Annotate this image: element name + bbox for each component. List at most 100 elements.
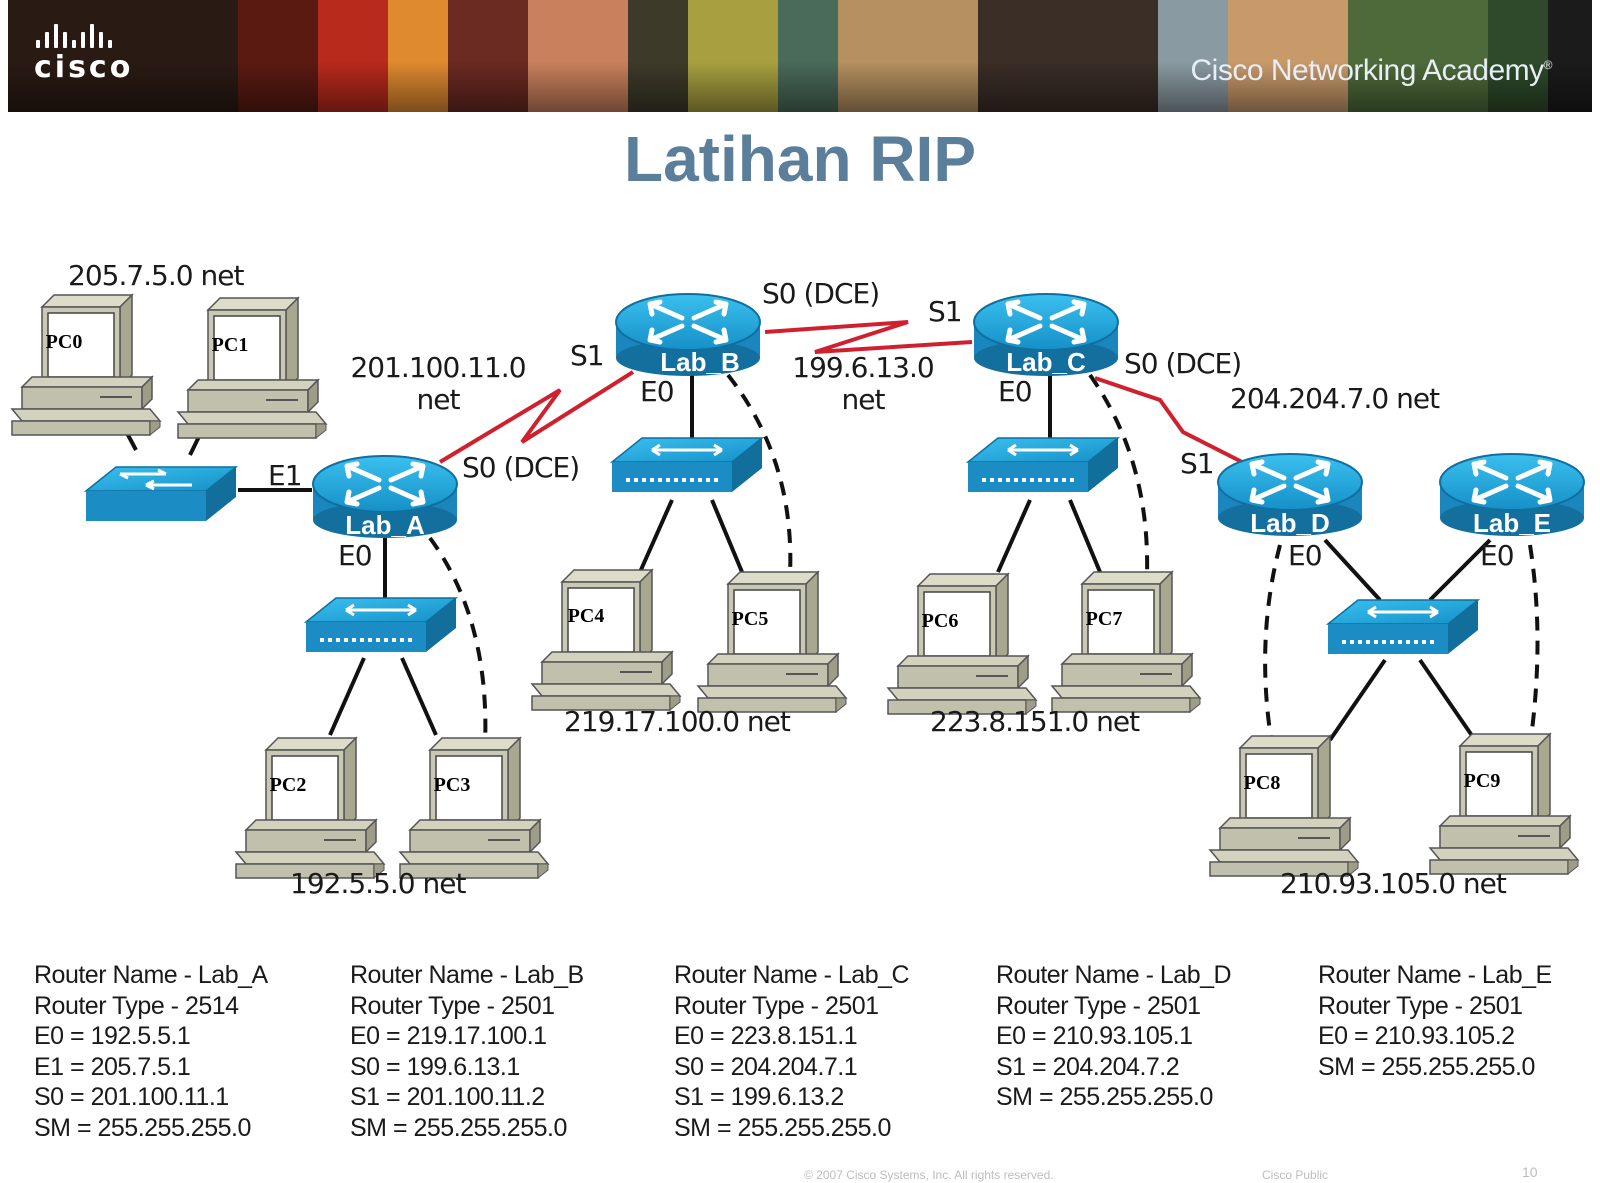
- pc7-label: PC7: [1086, 608, 1123, 630]
- info-line: S0 = 201.100.11.1: [34, 1083, 229, 1111]
- router-label-lab-e: Lab_E: [1473, 508, 1551, 538]
- link-switch-pc8: [1328, 658, 1387, 742]
- info-line: S0 = 199.6.13.1: [350, 1052, 520, 1081]
- pc0-label: PC0: [46, 331, 83, 353]
- interface-label-lab-b-e0: E0: [640, 375, 675, 408]
- switch-lab-a-e0: [304, 596, 458, 654]
- cisco-wordmark: cisco: [34, 50, 134, 85]
- pc2-label: PC2: [270, 774, 307, 796]
- router-info-lab-b: Router Name - Lab_B Router Type - 2501 E…: [350, 960, 584, 1143]
- link-lab-d-e0: [1323, 538, 1382, 602]
- console-links: [428, 373, 1540, 746]
- network-label-lab-a-e1: 205.7.5.0 net: [68, 259, 244, 292]
- link-switch-pc2: [328, 657, 366, 736]
- router-info-lab-e: Router Name - Lab_E Router Type - 2501 E…: [1318, 960, 1552, 1082]
- router-label-lab-b: Lab_B: [660, 347, 739, 377]
- banner-photo-strip: [1548, 0, 1592, 112]
- footer-copyright: © 2007 Cisco Systems, Inc. All rights re…: [804, 1168, 1054, 1182]
- interface-label-lab-c-s1: S1: [928, 295, 963, 328]
- pc2: [235, 737, 385, 879]
- interface-label-lab-d-s1: S1: [1180, 447, 1215, 480]
- link-switch-pc4: [638, 499, 674, 573]
- link-switch-pc9: [1418, 658, 1477, 742]
- network-label-lab-c-lan: 223.8.151.0 net: [930, 705, 1140, 738]
- pc9: [1429, 733, 1579, 875]
- router-label-lab-c: Lab_C: [1006, 347, 1086, 377]
- link-switch-pc7: [1068, 499, 1102, 573]
- link-switch-pc5: [710, 499, 744, 573]
- cisco-bridge-icon: [36, 22, 133, 48]
- pc5: [697, 571, 847, 713]
- ethernet-links: [110, 375, 1492, 742]
- interface-label-lab-d-e0: E0: [1288, 539, 1323, 572]
- info-line: Router Name - Lab_D: [996, 961, 1232, 989]
- banner-photo-strip: [238, 0, 318, 112]
- network-label-lab-a-e0: 192.5.5.0 net: [290, 867, 466, 900]
- network-label-cd-serial: 204.204.7.0 net: [1230, 382, 1440, 415]
- banner-photo-strip: [628, 0, 688, 112]
- info-line: E0 = 210.93.105.2: [1318, 1022, 1515, 1050]
- pc7: [1051, 571, 1201, 713]
- banner-photo-strip: [1488, 0, 1548, 112]
- info-line: Router Type - 2501: [996, 991, 1201, 1020]
- pc6: [887, 573, 1037, 715]
- academy-text: Cisco Networking Academy: [1190, 54, 1545, 87]
- switch-lab-d-e: [1326, 598, 1480, 656]
- banner-photo-strip: [448, 0, 528, 112]
- banner-photo-strip: [778, 0, 838, 112]
- pc6-label: PC6: [922, 610, 959, 632]
- interface-label-lab-c-s0: S0 (DCE): [1124, 347, 1242, 380]
- info-line: SM = 255.255.255.0: [1318, 1052, 1535, 1081]
- network-label-bc-serial-line2: net: [841, 383, 886, 416]
- pc3: [399, 737, 549, 879]
- pc1: [177, 297, 327, 439]
- router-label-lab-a: Lab_A: [345, 510, 425, 540]
- pc9-label: PC9: [1464, 770, 1501, 792]
- interface-label-lab-a-e1: E1: [268, 459, 303, 492]
- banner-shade: [8, 0, 1592, 112]
- info-line: S1 = 201.100.11.2: [350, 1083, 545, 1111]
- info-line: SM = 255.255.255.0: [350, 1113, 567, 1142]
- footer-page-number: 10: [1522, 1164, 1538, 1180]
- registered-mark: ®: [1543, 58, 1553, 72]
- serial-lab-b-lab-c: [764, 320, 973, 354]
- header-banner: cisco Cisco Networking Academy®: [8, 0, 1592, 112]
- link-switch-pc6: [996, 499, 1032, 573]
- page-title: Latihan RIP: [623, 123, 977, 195]
- info-line: SM = 255.255.255.0: [996, 1083, 1213, 1111]
- banner-photo-strip: [388, 0, 448, 112]
- banner-photo-strip: [688, 0, 778, 112]
- pc1-label: PC1: [212, 334, 249, 356]
- pc4-label: PC4: [568, 605, 605, 627]
- switch-lab-c: [966, 436, 1120, 494]
- serial-lab-c-lab-d: [1094, 376, 1249, 467]
- info-line: Router Type - 2501: [350, 991, 555, 1020]
- switch-lab-b: [610, 436, 764, 494]
- router-info-lab-c: Router Name - Lab_C Router Type - 2501 E…: [674, 960, 910, 1143]
- banner-photo-strip: [318, 0, 388, 112]
- info-line: Router Name - Lab_B: [350, 961, 584, 989]
- switch-lab-a-e1: [84, 465, 238, 523]
- info-line: E0 = 192.5.5.1: [34, 1022, 191, 1050]
- cisco-logo: cisco: [34, 22, 133, 85]
- pc3-label: PC3: [434, 774, 471, 796]
- network-diagram: Lab_A Lab_B Lab_C Lab_D Lab_E PC0 PC1 PC…: [11, 0, 1600, 879]
- banner-photo-strip: [1158, 0, 1228, 112]
- link-lab-e-e0: [1428, 538, 1492, 602]
- info-line: S1 = 204.204.7.2: [996, 1052, 1180, 1081]
- interface-label-lab-a-s0: S0 (DCE): [462, 451, 580, 484]
- banner-photo-strip: [978, 0, 1158, 112]
- pc4: [531, 569, 681, 711]
- console-lab-b-pc5: [726, 373, 793, 576]
- info-line: S1 = 199.6.13.2: [674, 1083, 844, 1111]
- interface-label-lab-c-e0: E0: [998, 375, 1033, 408]
- network-label-ab-serial-line2: net: [416, 383, 461, 416]
- pc8-label: PC8: [1244, 772, 1281, 794]
- pc0: [11, 294, 161, 436]
- pc8: [1209, 735, 1359, 877]
- serial-links: [438, 320, 1249, 467]
- network-label-de-lan: 210.93.105.0 net: [1280, 867, 1507, 900]
- interface-label-lab-b-s0: S0 (DCE): [762, 277, 880, 310]
- info-line: Router Type - 2501: [674, 991, 879, 1020]
- info-line: Router Name - Lab_E: [1318, 961, 1552, 989]
